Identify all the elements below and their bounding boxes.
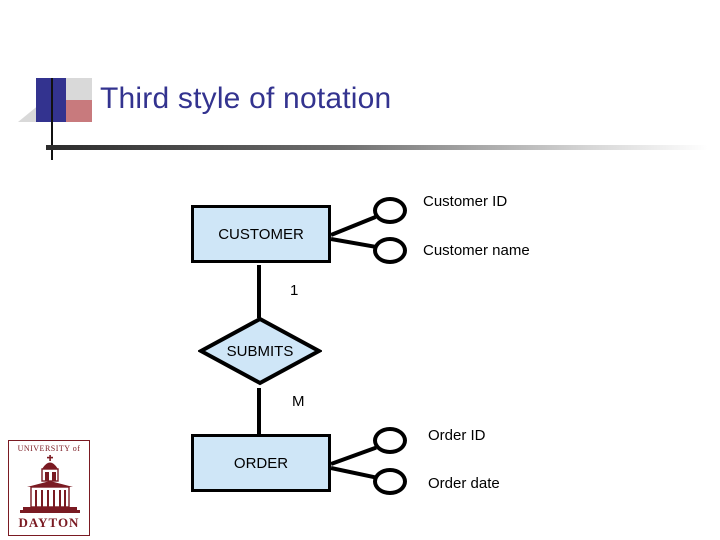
connector-order-to-order-id	[330, 445, 377, 466]
title-underline-rule	[46, 145, 708, 150]
attribute-label-customer-name: Customer name	[423, 242, 530, 259]
deco-vertical-line	[51, 78, 53, 160]
relationship-submits[interactable]: SUBMITS	[198, 316, 322, 386]
attribute-circle-customer-name[interactable]	[373, 237, 407, 264]
cardinality-label-many: M	[292, 393, 305, 410]
deco-triangle-icon	[18, 104, 40, 122]
attribute-label-order-id: Order ID	[428, 427, 486, 444]
logo-bottom-text: DAYTON	[18, 515, 80, 530]
connector-customer-to-customer-id	[330, 215, 377, 237]
attribute-circle-customer-id[interactable]	[373, 197, 407, 224]
attribute-label-order-date: Order date	[428, 475, 500, 492]
attribute-label-customer-id: Customer ID	[423, 193, 508, 210]
diamond-shape-icon	[198, 316, 322, 386]
logo-top-text: UNIVERSITY of	[17, 444, 81, 453]
entity-customer-label: CUSTOMER	[218, 225, 304, 243]
chapel-icon	[20, 455, 80, 513]
attribute-circle-order-date[interactable]	[373, 468, 407, 495]
cardinality-label-one: 1	[290, 282, 299, 299]
attribute-circle-order-id[interactable]	[373, 427, 407, 454]
deco-red-square-icon	[66, 100, 92, 122]
entity-order[interactable]: ORDER	[191, 434, 331, 492]
decorative-header-mark	[18, 78, 96, 162]
page-title: Third style of notation	[100, 82, 392, 115]
connector-customer-to-customer-name	[330, 237, 379, 250]
entity-order-label: ORDER	[233, 454, 289, 472]
university-of-dayton-logo: UNIVERSITY of DAYTON	[8, 440, 90, 536]
connector-customer-to-submits	[257, 265, 261, 318]
connector-submits-to-order	[257, 388, 261, 436]
connector-order-to-order-date	[330, 466, 379, 480]
relationship-submits-label: SUBMITS	[226, 342, 294, 360]
entity-customer[interactable]: CUSTOMER	[191, 205, 331, 263]
